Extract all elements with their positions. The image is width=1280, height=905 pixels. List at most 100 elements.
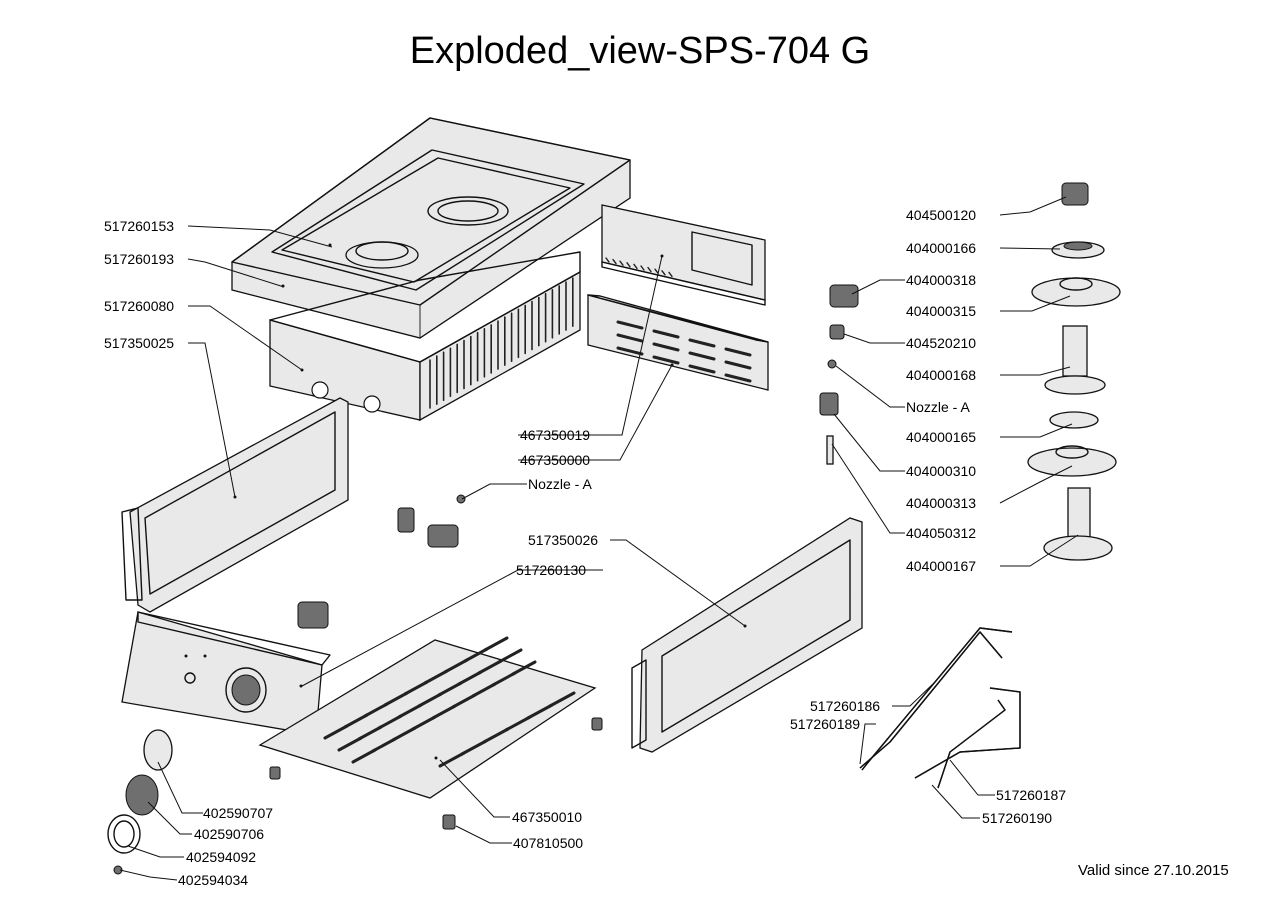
label-407810500: 407810500 [513, 835, 583, 851]
vent-slot [371, 737, 397, 753]
rear-panel [601, 204, 766, 306]
label-402594034: 402594034 [178, 872, 248, 888]
label-404000165: 404000165 [906, 429, 976, 445]
vent-slot [451, 693, 477, 709]
vent-slot [626, 262, 631, 268]
leader-lines [119, 196, 1079, 881]
label-517260080: 517260080 [104, 298, 174, 314]
valid-since-note: Valid since 27.10.2015 [1078, 862, 1229, 879]
vent-slot [391, 726, 417, 742]
vent-slot [661, 270, 666, 276]
label-402590706: 402590706 [194, 826, 264, 842]
label-517260189: 517260189 [790, 716, 860, 732]
vent-slot [482, 727, 510, 744]
bottom-plate [258, 636, 597, 799]
vent-slot [343, 713, 369, 729]
label-402594092: 402594092 [186, 849, 256, 865]
vent-slot [652, 342, 680, 352]
label-404000167: 404000167 [906, 558, 976, 574]
label-nozzle-a-center: Nozzle - A [528, 476, 592, 492]
vent-slot [497, 648, 523, 664]
label-404000313: 404000313 [906, 495, 976, 511]
vent-slot [323, 724, 349, 740]
vent-slot [548, 691, 576, 708]
vent-slot [724, 373, 752, 383]
vent-slot [652, 355, 680, 365]
part-labels: 517260153 517260193 517260080 517350025 … [104, 207, 1066, 888]
page-title: Exploded_view-SPS-704 G [409, 30, 871, 72]
vent-slot [647, 266, 652, 273]
label-517350026: 517350026 [528, 532, 598, 548]
vent-slot [619, 260, 624, 266]
vent-slot [397, 703, 423, 719]
gas-valve-assembly [297, 494, 466, 629]
burner-stack [819, 182, 1121, 561]
vent-slot [443, 658, 469, 674]
vent-slot [423, 669, 449, 685]
vent-slot [640, 265, 645, 271]
vent-slot [403, 680, 429, 696]
label-402590707: 402590707 [203, 805, 273, 821]
label-nozzle-a-right: Nozzle - A [906, 399, 970, 415]
vent-slot [437, 681, 463, 697]
vent-slot [463, 647, 489, 663]
vent-slot [377, 714, 403, 730]
label-517260153: 517260153 [104, 218, 174, 234]
burner-box [269, 251, 581, 422]
label-404000168: 404000168 [906, 367, 976, 383]
vent-slot [411, 715, 437, 731]
vent-slot [431, 704, 457, 720]
label-517260130: 517260130 [516, 562, 586, 578]
vent-slot [605, 257, 610, 263]
vent-slot [504, 715, 532, 732]
label-467350010: 467350010 [512, 809, 582, 825]
vent-slot [511, 660, 537, 676]
vent-slot [460, 739, 488, 756]
vent-slot [616, 320, 644, 330]
label-404000315: 404000315 [906, 303, 976, 319]
vent-slot [337, 736, 363, 752]
label-404000318: 404000318 [906, 272, 976, 288]
vent-slot [654, 268, 659, 274]
left-side-panel [121, 397, 349, 613]
label-467350019: 467350019 [520, 427, 590, 443]
vent-slot [351, 748, 377, 764]
vent-slot [612, 258, 617, 265]
feet [269, 717, 603, 830]
right-side-panel [631, 517, 863, 753]
vent-slot [417, 692, 443, 708]
vent-slot [616, 333, 644, 343]
vent-slot [688, 338, 716, 348]
label-404000166: 404000166 [906, 240, 976, 256]
vent-slot [363, 702, 389, 718]
vent-slot [724, 347, 752, 357]
vent-slot [724, 360, 752, 370]
vent-slot [616, 346, 644, 356]
label-404500120: 404500120 [906, 207, 976, 223]
top-plate [231, 117, 631, 339]
label-404520210: 404520210 [906, 335, 976, 351]
vent-slot [477, 659, 503, 675]
vent-slot [688, 364, 716, 374]
label-517260193: 517260193 [104, 251, 174, 267]
label-404000310: 404000310 [906, 463, 976, 479]
label-467350000: 467350000 [520, 452, 590, 468]
knob-assembly [107, 729, 173, 875]
vent-slot [668, 271, 673, 278]
vent-slot [491, 671, 517, 687]
vent-slot [471, 682, 497, 698]
label-517260187: 517260187 [996, 787, 1066, 803]
bracket [587, 294, 769, 391]
vent-slot [457, 670, 483, 686]
vent-slot [383, 691, 409, 707]
label-517260190: 517260190 [982, 810, 1052, 826]
label-517350025: 517350025 [104, 335, 174, 351]
front-panel [121, 611, 331, 736]
label-517260186: 517260186 [810, 698, 880, 714]
vent-slot [483, 636, 509, 652]
label-404050312: 404050312 [906, 525, 976, 541]
gas-pipes [859, 627, 1021, 789]
vent-slot [652, 329, 680, 339]
vent-slot [357, 725, 383, 741]
